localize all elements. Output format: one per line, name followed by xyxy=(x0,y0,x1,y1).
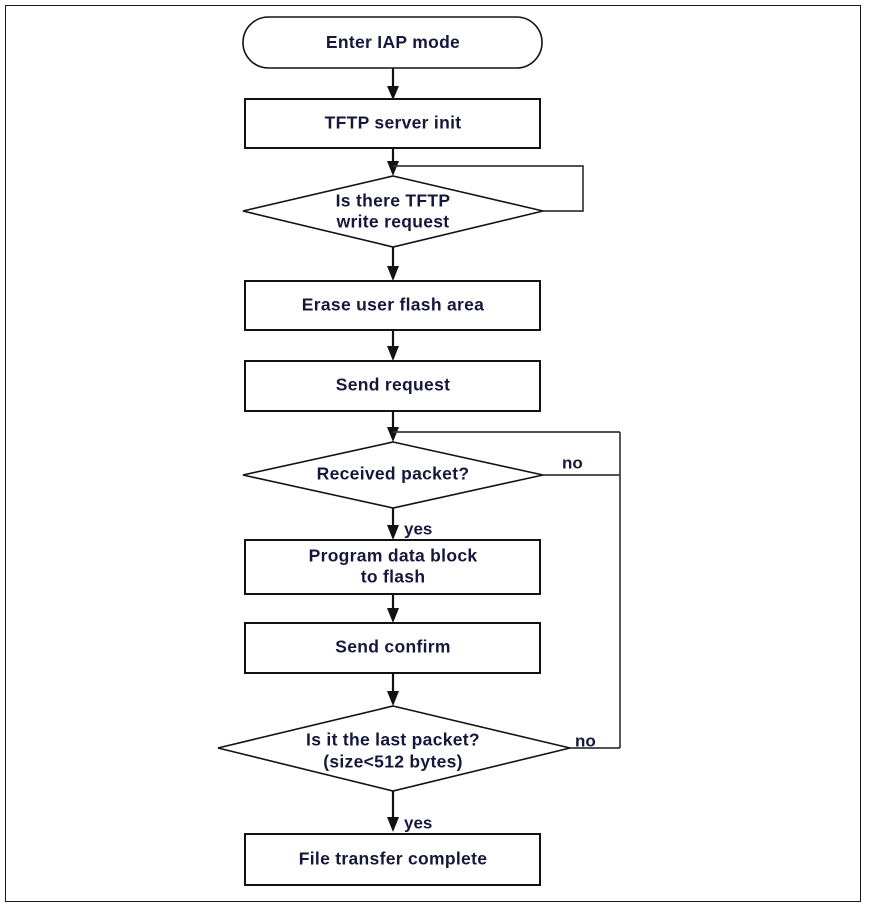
node-init-process[interactable]: TFTP server init xyxy=(244,98,541,149)
node-erase-process[interactable]: Erase user flash area xyxy=(244,280,541,331)
node-program-process[interactable]: Program data block to flash xyxy=(244,539,541,595)
edge-init-to-qwrite xyxy=(387,148,399,176)
edge-label-recv-yes: yes xyxy=(404,519,432,538)
node-confirm-label: Send confirm xyxy=(335,637,450,657)
node-qwrite-label-line2: write request xyxy=(336,212,450,232)
edge-label-last-no: no xyxy=(575,731,596,750)
edge-label-last-yes: yes xyxy=(404,813,432,832)
node-init-label: TFTP server init xyxy=(325,113,462,133)
node-qlast-decision[interactable]: Is it the last packet? (size<512 bytes) xyxy=(217,705,571,792)
edge-program-to-confirm xyxy=(387,594,399,623)
node-qwrite-label-line1: Is there TFTP xyxy=(336,191,451,211)
edge-confirm-to-qlast xyxy=(387,673,399,706)
edge-start-to-init xyxy=(387,68,399,100)
node-program-label-line2: to flash xyxy=(361,567,426,587)
diagram-frame xyxy=(5,5,861,902)
edge-label-recv-no: no xyxy=(562,453,583,472)
node-sendrequest-process[interactable]: Send request xyxy=(244,360,541,412)
node-qlast-label-line2: (size<512 bytes) xyxy=(323,752,463,772)
edge-qlast-to-done xyxy=(387,791,399,832)
node-done-process[interactable]: File transfer complete xyxy=(244,833,541,886)
edge-erase-to-sendrequest xyxy=(387,330,399,361)
node-erase-label: Erase user flash area xyxy=(302,295,484,315)
node-program-label-line1: Program data block xyxy=(309,546,478,566)
node-qlast-label-line1: Is it the last packet? xyxy=(306,730,480,750)
edge-qrecv-to-program xyxy=(387,508,399,540)
node-start-label: Enter IAP mode xyxy=(326,32,460,52)
node-start-terminal[interactable]: Enter IAP mode xyxy=(242,16,543,69)
edge-sendrequest-to-qrecv xyxy=(387,411,399,442)
node-qwrite-decision[interactable]: Is there TFTP write request xyxy=(242,175,544,248)
node-done-label: File transfer complete xyxy=(299,849,487,869)
node-qrecv-label-line1: Received packet? xyxy=(317,464,470,484)
edge-qwrite-to-erase xyxy=(387,247,399,281)
edge-qwrite-loop xyxy=(393,165,584,212)
node-confirm-process[interactable]: Send confirm xyxy=(244,622,541,674)
node-sendrequest-label: Send request xyxy=(336,375,450,395)
node-qrecv-decision[interactable]: Received packet? xyxy=(242,441,544,509)
